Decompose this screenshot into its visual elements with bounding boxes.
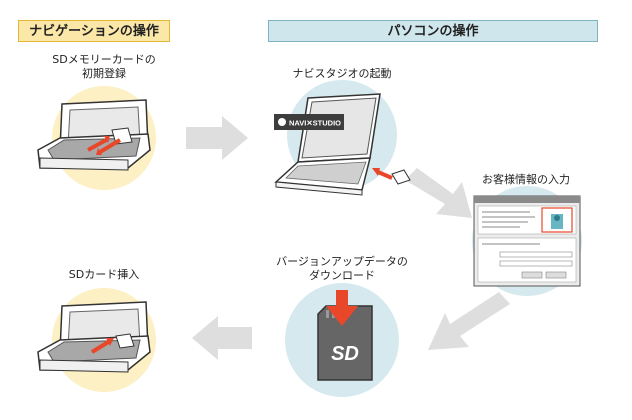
step-sd-initial-register-label: SDメモリーカードの 初期登録 xyxy=(44,53,164,81)
step-navi-studio-launch-label: ナビスタジオの起動 xyxy=(292,67,392,80)
step-label-line: バージョンアップデータの xyxy=(276,255,408,268)
sd-logo: SD xyxy=(331,343,359,365)
customer-info-form-icon xyxy=(473,195,581,287)
pc-operation-header: パソコンの操作 xyxy=(268,20,598,42)
flow-arrow-icon xyxy=(192,316,252,360)
step-label-line: SDメモリーカードの xyxy=(52,53,156,66)
navi-studio-logo: NAVI✕STUDIO xyxy=(289,119,341,128)
sd-card-icon: SD xyxy=(317,290,373,381)
car-navigation-device-icon xyxy=(37,301,151,373)
flow-arrow-icon xyxy=(186,116,248,160)
flow-arrow-icon xyxy=(428,292,510,350)
step-label-line: ダウンロード xyxy=(309,269,375,282)
laptop-icon: NAVI✕STUDIO xyxy=(274,93,411,196)
car-navigation-device-icon xyxy=(37,99,151,171)
navigation-operation-header: ナビゲーションの操作 xyxy=(18,20,170,42)
step-label-line: 初期登録 xyxy=(82,67,126,80)
step-customer-info-input-label: お客様情報の入力 xyxy=(482,173,570,186)
step-version-up-download-label: バージョンアップデータの ダウンロード xyxy=(262,255,422,283)
flow-arrow-icon xyxy=(405,168,472,218)
step-sd-card-insert-label: SDカード挿入 xyxy=(68,268,140,281)
